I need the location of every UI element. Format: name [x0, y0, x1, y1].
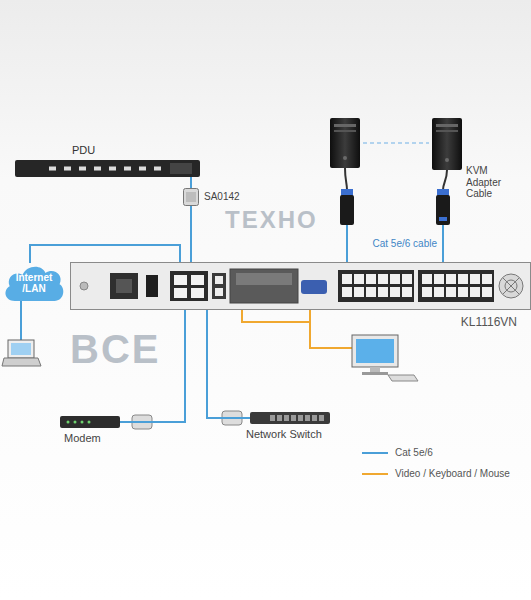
cable-label: Cat 5e/6 cable: [373, 238, 438, 250]
legend-text: Cat 5e/6: [395, 447, 433, 459]
adapter-cable: [443, 170, 447, 190]
legend-line-sample: [362, 467, 390, 481]
device-label: Modem: [64, 432, 101, 445]
laptop-icon: [2, 340, 41, 366]
modem-device: Modem: [60, 416, 120, 428]
device-label: Network Switch: [246, 428, 322, 441]
label-wrap: Internet /LAN: [10, 272, 58, 295]
label-wrap: KVM Adapter Cable: [466, 165, 518, 200]
cable-connector: [190, 206, 192, 262]
label-wrap: KL1116VN: [461, 315, 517, 330]
serial-adapter: SA0142: [183, 188, 199, 206]
watermark: BCE: [70, 326, 160, 372]
legend-line-sample: [362, 446, 390, 460]
label-wrap: SA0142: [204, 191, 240, 203]
kvm-adapter-cable: KVM Adapter Cable: [436, 195, 450, 225]
adapter-shape: [183, 188, 199, 206]
cable-connector: [30, 245, 180, 263]
internet-cloud: Internet /LAN: [2, 263, 66, 303]
legend-text: Video / Keyboard / Mouse: [395, 468, 510, 480]
network-switch-device: Network Switch: [250, 412, 330, 424]
modem-shape: [60, 416, 120, 428]
switch-shape: [250, 412, 330, 424]
cat-cable: [346, 225, 348, 262]
part-number: SA0142: [204, 191, 240, 203]
rack-shape: [70, 262, 531, 310]
cable-connector: [442, 225, 444, 262]
part-label: KVM Adapter Cable: [466, 165, 518, 200]
cable-connector: [207, 310, 250, 418]
network-link: [363, 142, 429, 144]
pdu-shape: [15, 160, 200, 177]
model-name: KL1116VN: [461, 316, 517, 330]
label-wrap: Network Switch: [246, 428, 322, 441]
label-wrap: Cat 5e/6 cable: [373, 238, 438, 250]
label-wrap: Modem: [64, 432, 101, 445]
device-label: PDU: [72, 144, 95, 157]
label-wrap: PDU: [72, 144, 95, 157]
cable-connector: [190, 177, 192, 188]
server-tower: [432, 118, 462, 170]
server-tower: [330, 118, 360, 168]
console-cable: [242, 310, 310, 322]
cloud-label: Internet /LAN: [10, 272, 58, 295]
adapter-cable: [345, 168, 347, 190]
label-wrap: BCE: [70, 326, 160, 372]
vga-plug: [341, 189, 353, 196]
vga-plug: [437, 189, 449, 196]
monitor-icon: [352, 335, 418, 381]
watermark: TEXHO: [225, 206, 318, 234]
kvmadapter-shape: [436, 195, 450, 225]
kvm-switch-unit: KL1116VN: [70, 262, 531, 310]
pdu-device: PDU: [15, 160, 200, 177]
kvm-adapter: [340, 195, 354, 225]
lan-cable: [20, 300, 22, 340]
console-cable: [310, 310, 352, 348]
label-wrap: TEXHO: [225, 206, 318, 234]
